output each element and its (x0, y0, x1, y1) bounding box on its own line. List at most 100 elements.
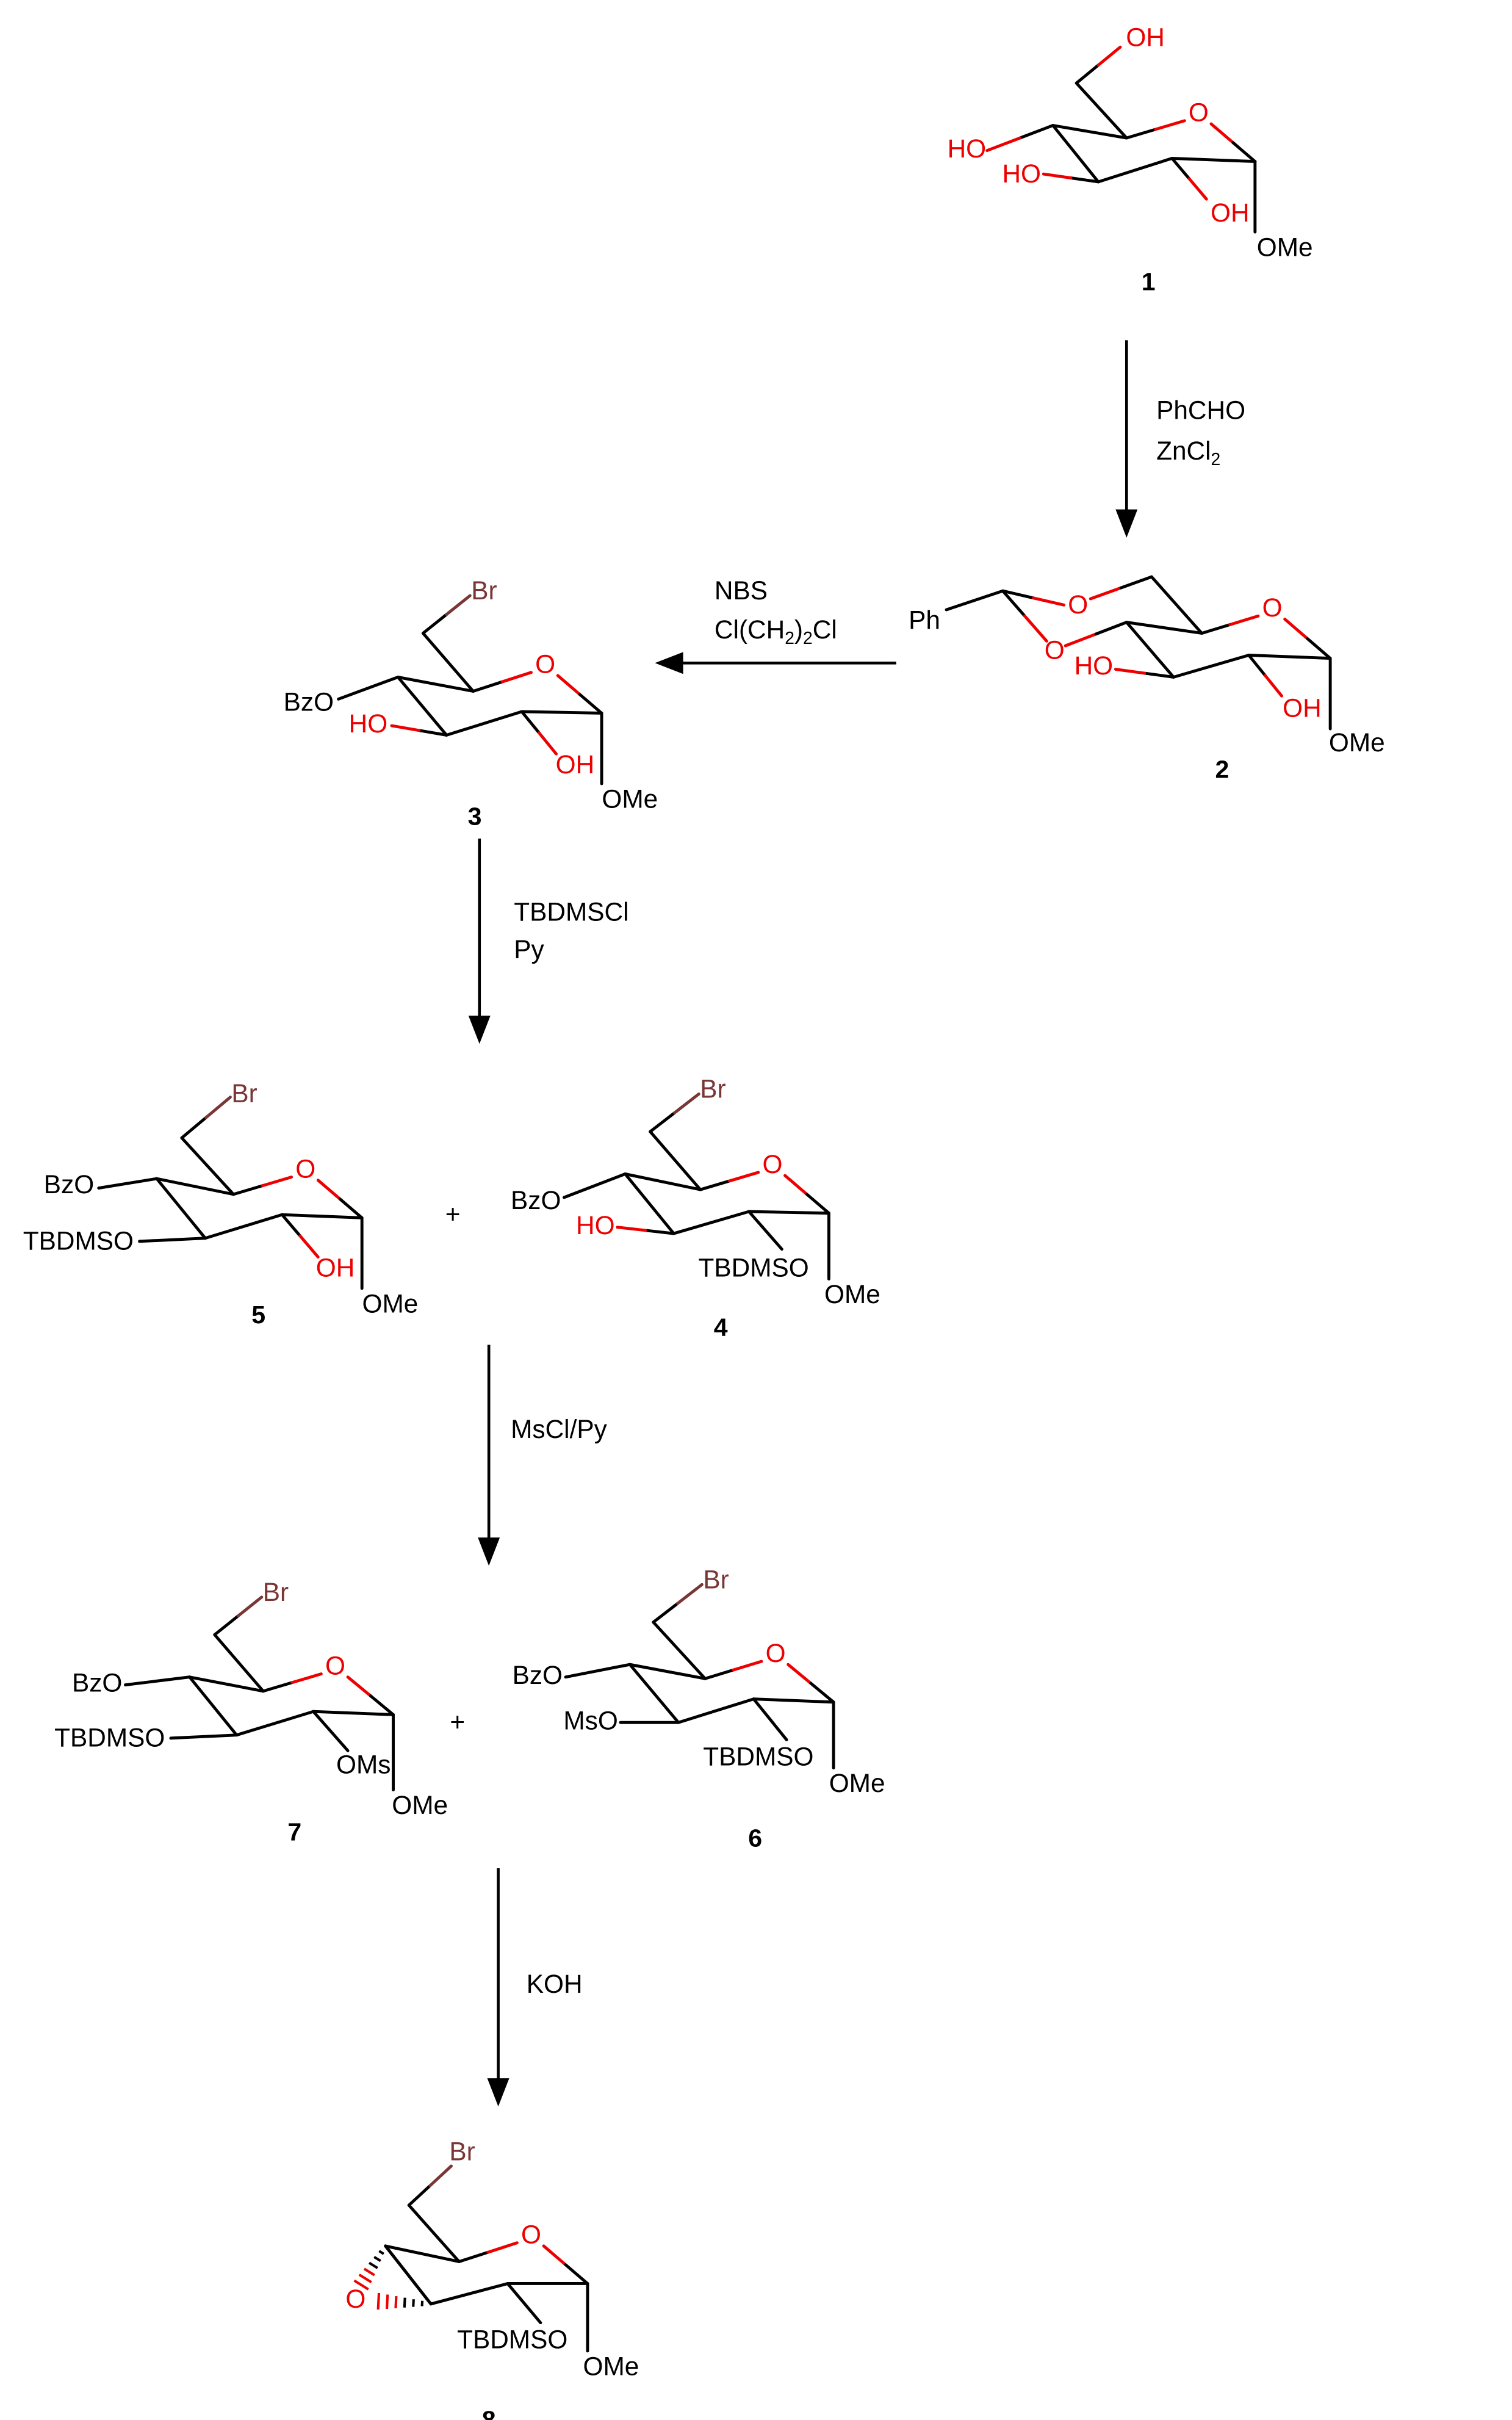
bond (188, 1675, 265, 1693)
label-oh: OH (316, 1253, 355, 1282)
bond (1247, 654, 1267, 677)
label-br: Br (231, 1079, 257, 1108)
compound-7: Br O BzO TBDMSO OMs OMe 7 (54, 1578, 448, 1846)
bond (138, 1237, 207, 1243)
bond (1150, 575, 1204, 635)
bond (1170, 157, 1257, 164)
label-ome: OMe (1257, 233, 1313, 262)
compound-number: 8 (482, 2405, 496, 2420)
bonds (97, 45, 1332, 2353)
bond (520, 710, 603, 715)
label-ring-o: O (1262, 593, 1283, 622)
hashed-wedge-bond (394, 2295, 398, 2308)
label-br: Br (449, 2137, 475, 2166)
bond (155, 1177, 207, 1240)
bond (1125, 621, 1175, 679)
bond (97, 1177, 159, 1190)
bond (500, 671, 533, 684)
reagent: NBS (715, 576, 768, 605)
bond (236, 1595, 264, 1618)
label-oh: OH (556, 750, 595, 779)
bond (520, 710, 541, 735)
bond (1125, 621, 1204, 635)
bond (537, 731, 558, 756)
label-tbdmso: TBDMSO (703, 1742, 813, 1771)
bond (1125, 128, 1157, 140)
arrowhead-icon (468, 1016, 491, 1044)
bond (421, 613, 448, 635)
hashed-wedge-bond (358, 2274, 372, 2283)
bond (787, 1663, 813, 1685)
label-oms: OMs (336, 1750, 391, 1779)
bond (985, 136, 1022, 153)
bond (390, 724, 421, 732)
label-o: O (1045, 636, 1065, 665)
bond (1075, 63, 1100, 85)
bond (1228, 614, 1260, 626)
label-ome: OMe (392, 1791, 448, 1819)
arrowhead-icon (655, 652, 683, 674)
bond (1231, 141, 1257, 164)
bond (346, 1675, 372, 1697)
compound-1: OH HO O HO OH OMe 1 (948, 23, 1313, 295)
bond (169, 1733, 239, 1740)
bond (155, 1177, 236, 1196)
label-ring-o: O (325, 1652, 345, 1680)
bond (677, 1697, 755, 1724)
bond (1094, 621, 1128, 636)
bond (644, 1229, 675, 1235)
bond (564, 2263, 589, 2285)
label-bzo: BzO (511, 1186, 561, 1215)
label-ring-o: O (1189, 98, 1209, 127)
label-br: Br (703, 1565, 729, 1594)
plus-sign: + (450, 1708, 465, 1736)
compound-number: 3 (468, 802, 482, 830)
bond (445, 594, 472, 616)
label-tbdmso: TBDMSO (54, 1724, 165, 1752)
bond (1172, 654, 1251, 679)
bond (290, 1672, 323, 1685)
bond (407, 2184, 432, 2207)
label-bzo: BzO (513, 1661, 563, 1689)
bond (809, 1681, 835, 1704)
bond (232, 1184, 264, 1196)
bond (472, 680, 504, 693)
bond (1114, 668, 1147, 675)
bond (1264, 674, 1283, 698)
label-ome: OMe (824, 1280, 880, 1309)
bond (564, 1663, 632, 1679)
bond (261, 1681, 294, 1693)
bond (747, 1210, 830, 1215)
bond (556, 674, 581, 696)
bond (1051, 124, 1128, 140)
label-br: Br (471, 576, 497, 605)
bond (672, 1210, 751, 1235)
bond (652, 1602, 680, 1624)
label-o: O (1068, 590, 1088, 619)
label-ho: HO (948, 134, 987, 163)
bond (384, 2244, 433, 2306)
bond (752, 1697, 788, 1741)
hashed-wedge-bond (353, 2279, 369, 2291)
label-ome: OMe (602, 784, 658, 813)
bond (1089, 586, 1123, 601)
bond (316, 1179, 342, 1201)
bond (312, 1710, 350, 1752)
bond (699, 1179, 731, 1191)
bond (616, 1226, 647, 1232)
bond (338, 1197, 364, 1219)
label-ho: HO (1002, 159, 1041, 188)
label-bzo: BzO (284, 687, 334, 716)
reagent: Py (514, 935, 544, 964)
bond (1096, 45, 1122, 67)
bond (752, 1697, 835, 1704)
label-ome: OMe (829, 1769, 885, 1797)
label-ho: HO (1075, 651, 1114, 680)
bond (396, 675, 475, 693)
label-ome: OMe (583, 2352, 639, 2380)
reagents-step-4: MsCl/Py (511, 1415, 607, 1443)
label-ring-o: O (766, 1639, 786, 1667)
arrows (468, 340, 1138, 2107)
bond (396, 675, 448, 737)
bond (1306, 637, 1332, 660)
